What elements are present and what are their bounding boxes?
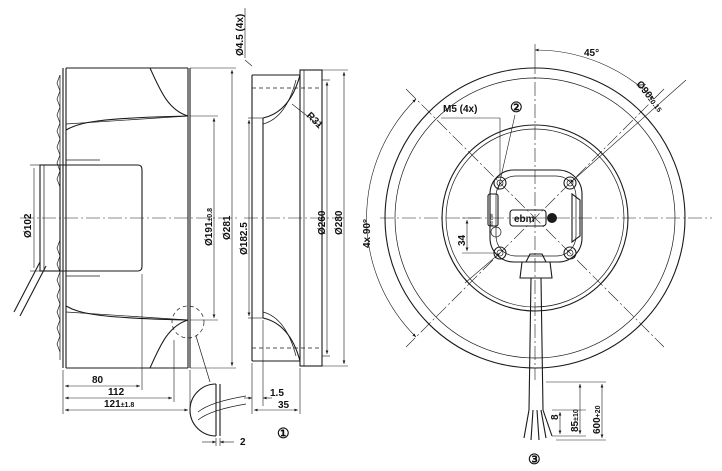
callout-2: ② bbox=[510, 99, 523, 115]
dia-182-label: Ø182.5 bbox=[239, 222, 250, 255]
detail-gap-label: 2 bbox=[240, 437, 246, 448]
len-80-label: 80 bbox=[92, 375, 104, 386]
dia-281-label: Ø281 bbox=[222, 215, 233, 240]
callout-1: ① bbox=[277, 425, 290, 441]
side-view: 2 Ø102 Ø191±0.8 Ø281 80 112 121±1.8 bbox=[13, 67, 247, 448]
hole-dia-label: Ø4.5 (4x) bbox=[235, 14, 246, 56]
angle-4x90-label: 4x 90° bbox=[362, 219, 373, 248]
offset-34-label: 34 bbox=[457, 234, 468, 246]
thread-label: M5 (4x) bbox=[443, 104, 477, 115]
angle-45-label: 45° bbox=[584, 48, 599, 59]
svg-text:eb me: eb me bbox=[489, 213, 494, 226]
thickness-35-label: 35 bbox=[278, 400, 290, 411]
callout-3: ③ bbox=[528, 451, 541, 467]
len-112-label: 112 bbox=[108, 387, 125, 398]
section-view: Ø4.5 (4x) R31 Ø182.5 Ø260 Ø280 1.5 35 ① bbox=[235, 8, 348, 441]
dia-260-label: Ø260 bbox=[317, 210, 328, 235]
wire-85-label: 85±10 bbox=[570, 409, 581, 432]
dia-191-label: Ø191±0.8 bbox=[204, 208, 215, 246]
dia-280-label: Ø280 bbox=[334, 210, 345, 235]
bolt-bottom-right bbox=[563, 246, 577, 260]
ebm-logo: ebm bbox=[509, 209, 557, 227]
dia-inlet-label: Ø102 bbox=[23, 213, 34, 238]
thickness-1-5-label: 1.5 bbox=[270, 388, 284, 399]
wire-8-label: 8 bbox=[550, 414, 561, 420]
wire-600-label: 600+20 bbox=[592, 405, 603, 434]
len-121-label: 121±1.8 bbox=[104, 399, 134, 410]
front-view: eb me ebm Ø90±0.15 45° 4x 90° bbox=[362, 44, 712, 467]
svg-text:ebm: ebm bbox=[514, 214, 535, 225]
